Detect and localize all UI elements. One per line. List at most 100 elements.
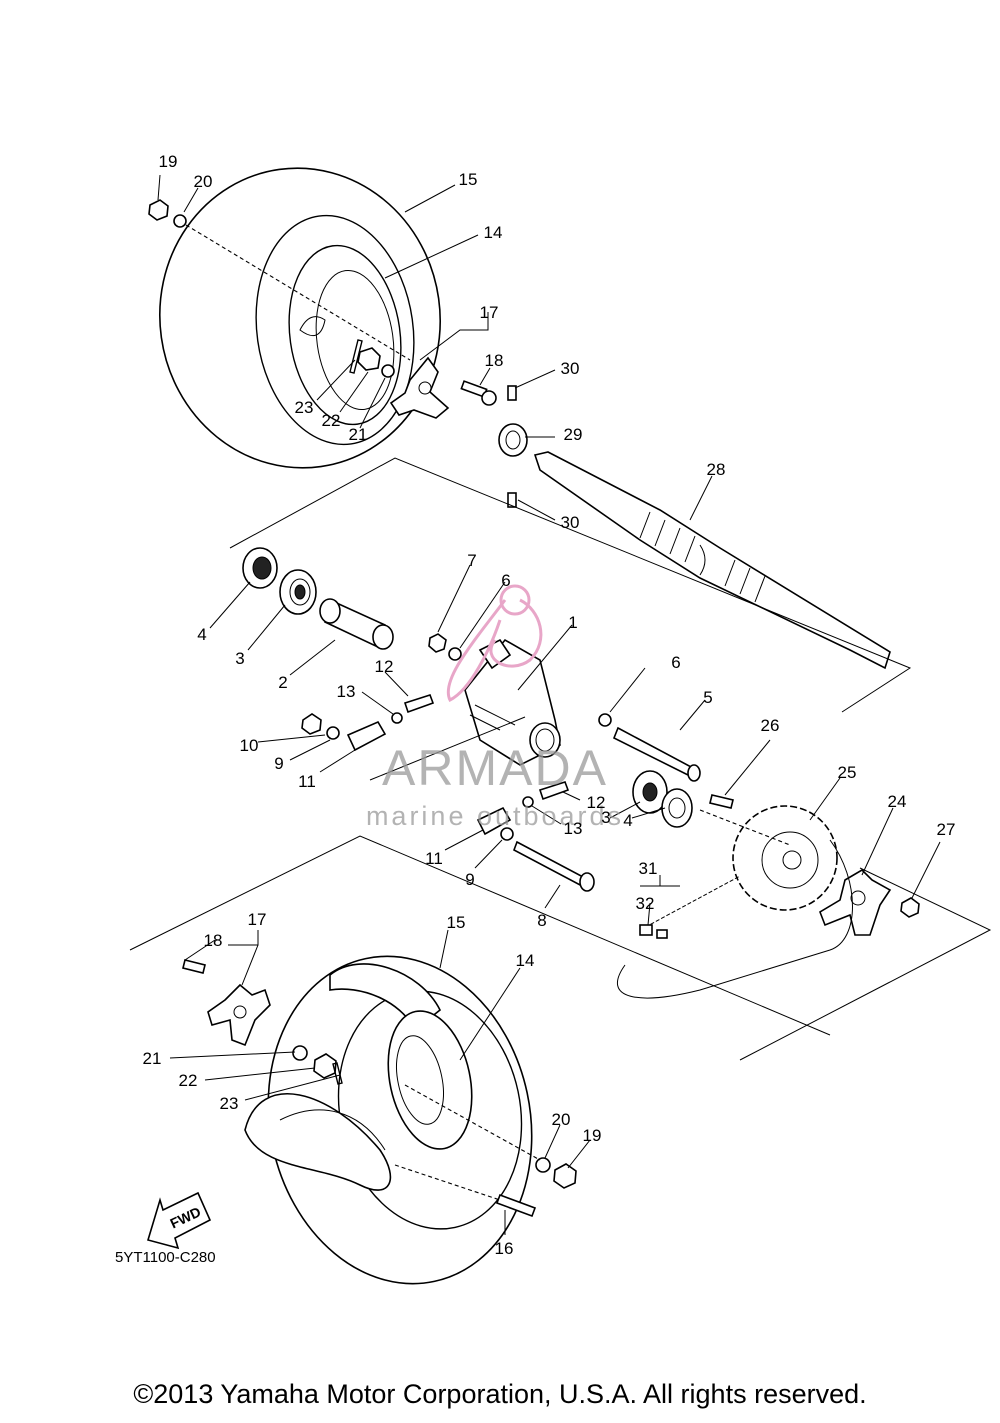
lower-washer-21 [292, 1045, 308, 1061]
part-labels: 1233445667899101111121213131414151516171… [143, 152, 956, 1258]
part-label: 29 [564, 425, 583, 444]
bearing-3-left [279, 569, 317, 615]
part-label: 30 [561, 359, 580, 378]
part-label: 25 [838, 763, 857, 782]
part-label: 23 [295, 398, 314, 417]
watermark-logo-icon [446, 584, 543, 703]
part-label: 13 [337, 682, 356, 701]
washer-9-upper [326, 726, 340, 740]
set-screw-30-top [507, 385, 517, 401]
sprocket-axis-dash [699, 809, 791, 846]
upper-washer-20 [173, 214, 187, 228]
bearing-4-left [242, 547, 278, 589]
part-label: 3 [235, 649, 244, 668]
axle-housing-1 [464, 638, 561, 766]
part-label: 5 [703, 688, 712, 707]
part-label: 12 [587, 793, 606, 812]
lower-box-outline [129, 835, 992, 1061]
drawing-code: 5YT1100-C280 [115, 1249, 216, 1266]
lower-washer-20 [535, 1157, 551, 1173]
upper-wheel-tire [158, 167, 442, 469]
collar-2 [319, 598, 394, 650]
bolt-12-upper [403, 694, 435, 714]
part-label: 11 [425, 849, 443, 868]
upper-washer-21 [381, 364, 395, 378]
bolt-8-head [579, 872, 595, 892]
part-label: 21 [143, 1049, 162, 1068]
part-label: 6 [671, 653, 680, 672]
part-label: 15 [447, 913, 466, 932]
bolt-12-lower [538, 781, 570, 801]
upper-hub-bolt [460, 380, 497, 406]
upper-axis-dash [185, 224, 411, 361]
part-label: 32 [636, 894, 655, 913]
drive-chain-31 [617, 839, 853, 999]
washer-9-lower [500, 827, 514, 841]
lower-axis-dash [404, 1084, 541, 1161]
lower-wheel-rim-14 [387, 1010, 473, 1150]
watermark-tagline: marine outboards [366, 801, 624, 831]
nut-27 [900, 897, 920, 918]
part-label: 1 [568, 613, 577, 632]
part-label: 4 [197, 625, 206, 644]
part-label: 28 [707, 460, 726, 479]
lower-cotter-pin-23 [332, 1062, 343, 1085]
upper-hub [389, 356, 450, 419]
part-label: 8 [537, 911, 546, 930]
upper-nut-22 [357, 347, 381, 371]
washer-13-upper [391, 712, 403, 724]
upper-nut-19 [148, 199, 169, 221]
part-label: 17 [248, 910, 267, 929]
nut-10 [301, 713, 322, 735]
part-label: 23 [220, 1094, 239, 1113]
part-label: 22 [179, 1071, 198, 1090]
part-label: 2 [278, 673, 287, 692]
valve-axis-dash [394, 1164, 501, 1201]
part-label: 15 [459, 170, 478, 189]
part-label: 27 [937, 820, 956, 839]
part-label: 18 [485, 351, 504, 370]
valve-stem-16 [495, 1193, 537, 1218]
sprocket-25 [732, 805, 838, 911]
washer-6-left [448, 647, 462, 661]
part-label: 9 [274, 754, 283, 773]
fwd-arrow-icon: FWD [146, 1191, 212, 1250]
part-label: 16 [495, 1239, 514, 1258]
copyright-notice: ©2013 Yamaha Motor Corporation, U.S.A. A… [133, 1379, 867, 1409]
washer-6-right [598, 713, 612, 727]
chain-joint-32 [639, 924, 668, 939]
set-screw-30-bottom [507, 492, 517, 508]
sprocket-hub-24 [819, 868, 892, 936]
part-label: 20 [552, 1110, 571, 1129]
part-label: 11 [298, 772, 316, 791]
part-label: 30 [561, 513, 580, 532]
axle-box-outline [229, 457, 912, 713]
bolt-5-head [687, 764, 701, 782]
rear-axle-28 [533, 451, 891, 670]
upper-cotter-pin-23 [349, 339, 363, 374]
part-label: 31 [639, 859, 658, 878]
lower-nut-19 [553, 1163, 577, 1189]
part-label: 7 [467, 551, 476, 570]
part-label: 10 [240, 736, 259, 755]
part-label: 13 [564, 819, 583, 838]
part-label: 17 [480, 303, 499, 322]
part-label: 21 [349, 425, 368, 444]
adjuster-11-lower [476, 806, 512, 836]
lower-wheel-tire [244, 955, 533, 1285]
lower-hub [207, 983, 271, 1047]
part-label: 22 [322, 411, 341, 430]
bolt-5 [612, 726, 694, 778]
part-label: 9 [465, 870, 474, 889]
part-label: 18 [204, 931, 223, 950]
part-label: 14 [516, 951, 535, 970]
watermark-brand: ARMADA [382, 740, 608, 796]
part-label: 20 [194, 172, 213, 191]
watermark: ARMADA marine outboards [366, 584, 624, 831]
part-label: 19 [583, 1126, 602, 1145]
bolt-26 [709, 794, 734, 809]
adjuster-11-upper [346, 720, 387, 752]
washer-13-lower [522, 796, 534, 808]
part-label: 6 [501, 571, 510, 590]
